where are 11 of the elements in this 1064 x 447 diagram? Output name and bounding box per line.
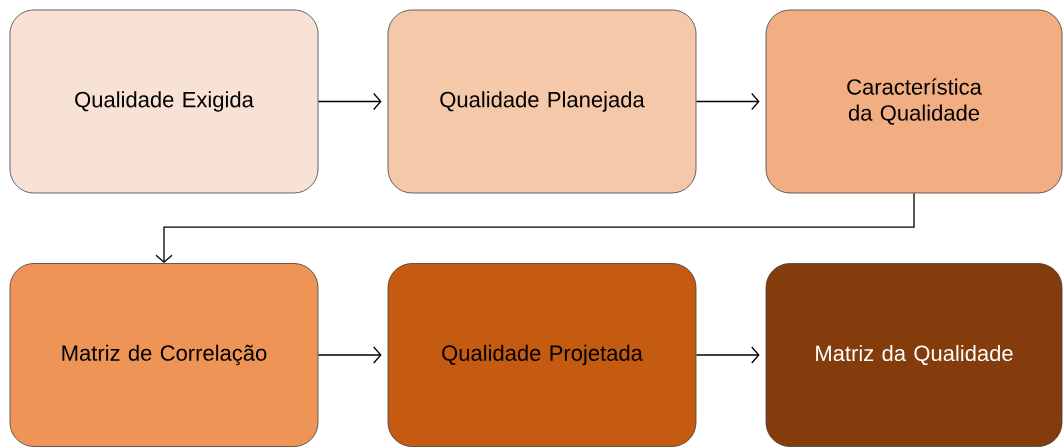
- arrow: [317, 92, 382, 111]
- arrow: [695, 92, 760, 111]
- process-box: Qualidade Projetada: [387, 263, 697, 447]
- process-box: Característica da Qualidade: [765, 9, 1063, 194]
- process-box: Qualidade Exigida: [9, 9, 319, 194]
- arrow: [695, 346, 760, 364]
- arrow: [317, 346, 382, 364]
- arrow: [155, 192, 915, 264]
- process-box: Matriz da Qualidade: [765, 263, 1063, 447]
- process-box: Matriz de Correlação: [9, 263, 319, 447]
- process-box: Qualidade Planejada: [387, 9, 697, 194]
